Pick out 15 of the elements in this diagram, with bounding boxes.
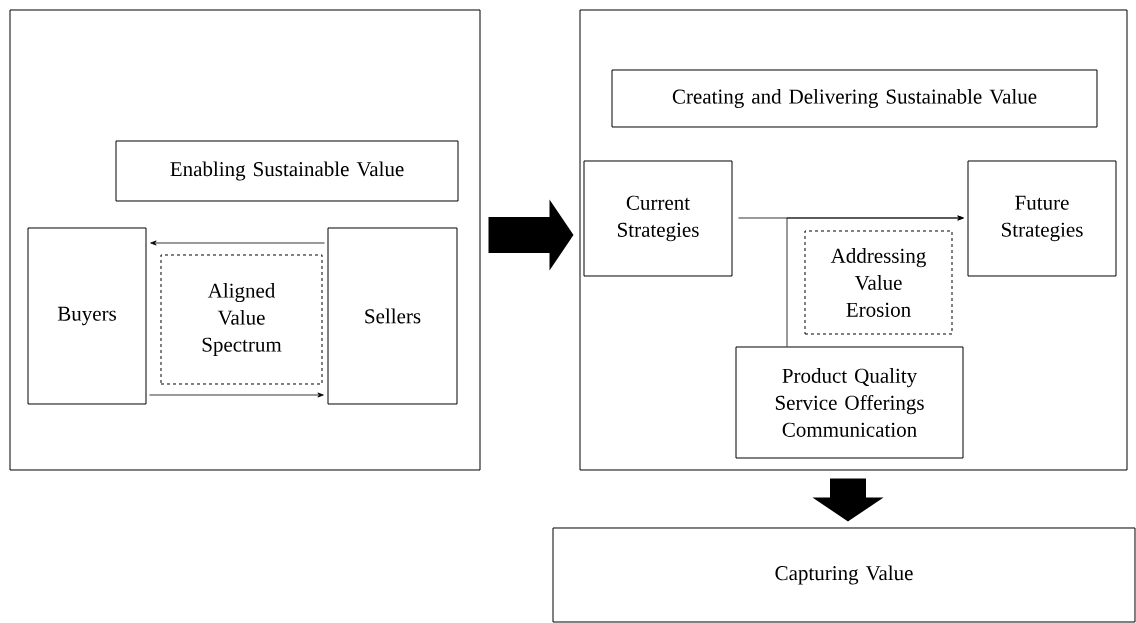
heading-box: Capturing Value [552,527,1136,623]
dashed-box: Addressing Value Erosion [804,230,953,335]
process-box: Product Quality Service Offerings Communication [735,346,964,459]
panel-box [579,9,1128,471]
arrow [149,392,324,398]
heading-box: Creating and Delivering Sustainable Value [611,69,1098,128]
process-box: Current Strategies [583,160,733,277]
process-box: Buyers [27,227,147,405]
heading-box: Enabling Sustainable Value [115,140,459,202]
arrow [150,240,325,246]
process-box: Future Strategies [967,160,1117,277]
dashed-box: Aligned Value Spectrum [160,254,323,385]
process-box: Sellers [327,227,458,405]
arrow [786,215,964,347]
panel-box [9,9,481,471]
